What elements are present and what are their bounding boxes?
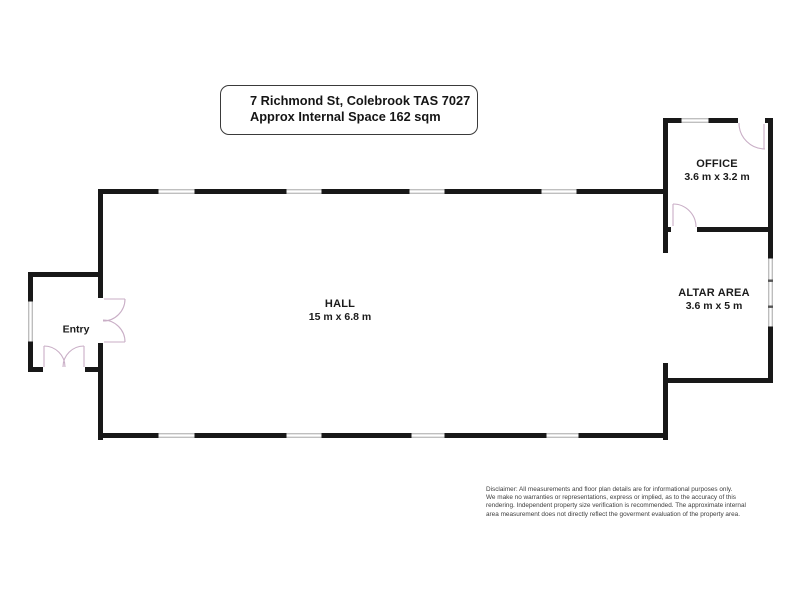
disclaimer-line: Disclaimer: All measurements and floor p… <box>486 486 733 493</box>
altar-name: ALTAR AREA <box>678 287 750 300</box>
title-box: 7 Richmond St, Colebrook TAS 7027 Approx… <box>220 85 478 135</box>
entry-hall-double-door <box>102 298 126 343</box>
entry-label: Entry <box>63 323 90 336</box>
window <box>283 433 325 438</box>
window <box>283 189 325 194</box>
window <box>155 189 198 194</box>
window <box>678 118 712 123</box>
walls <box>28 118 773 440</box>
window <box>28 298 33 345</box>
hall-dims: 15 m x 6.8 m <box>308 311 372 324</box>
window <box>406 189 448 194</box>
office-label: OFFICE 3.6 m x 3.2 m <box>684 157 749 185</box>
windows <box>28 118 773 438</box>
hall-label: HALL 15 m x 6.8 m <box>309 297 371 325</box>
window <box>543 433 582 438</box>
window <box>155 433 198 438</box>
hall-name: HALL <box>324 298 356 311</box>
window <box>408 433 448 438</box>
window <box>538 189 580 194</box>
altar-dims: 3.6 m x 5 m <box>685 300 743 313</box>
disclaimer-line: rendering. Independent property size ver… <box>486 502 746 510</box>
disclaimer-line: We make no warranties or representations… <box>486 494 736 502</box>
office-dims: 3.6 m x 3.2 m <box>684 171 750 184</box>
title-area: Approx Internal Space 162 sqm <box>250 109 441 124</box>
window <box>768 255 773 330</box>
entry-name: Entry <box>62 323 90 336</box>
title-address: 7 Richmond St, Colebrook TAS 7027 <box>250 93 471 108</box>
disclaimer-line: area measurement does not directly refle… <box>486 510 740 518</box>
disclaimer: Disclaimer: All measurements and floor p… <box>486 486 766 519</box>
doors <box>43 122 766 368</box>
entry-double-door <box>43 345 85 368</box>
office-altar-door <box>672 203 697 228</box>
office-external-door <box>738 122 766 150</box>
altar-label: ALTAR AREA 3.6 m x 5 m <box>678 286 749 314</box>
office-name: OFFICE <box>696 158 738 171</box>
